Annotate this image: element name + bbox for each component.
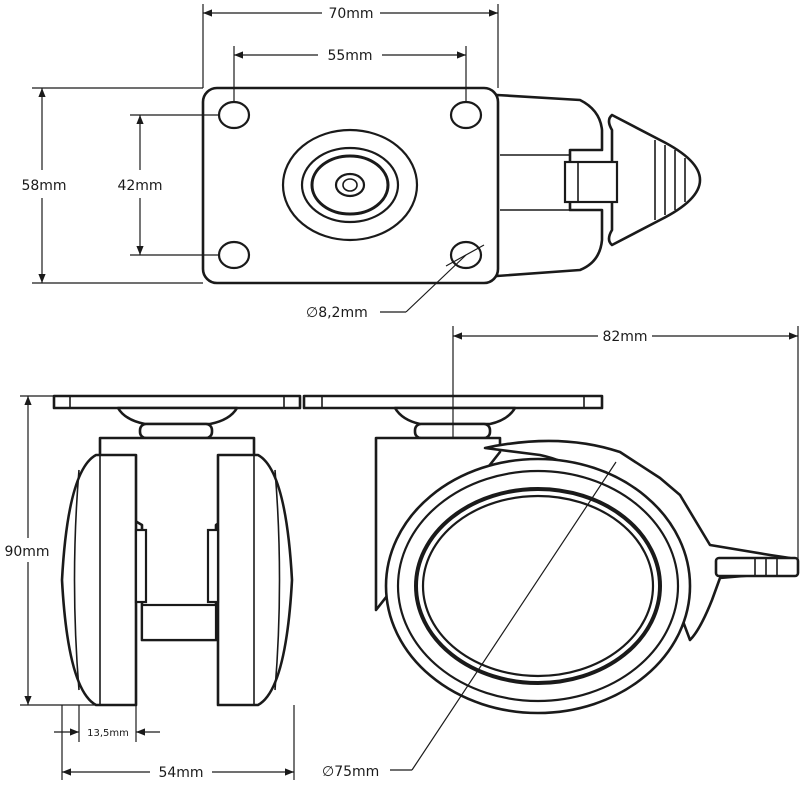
bolt-hole [217,100,251,130]
plate-height-label: 58mm [21,178,66,194]
total-length-label: 82mm [602,329,647,345]
top-view [201,86,702,285]
dimension-total-width: 54mm [61,705,295,781]
bolt-hole [217,240,251,270]
front-left-wheel [60,453,138,707]
hole-diameter-label: ∅8,2mm [306,305,368,321]
dimension-hole-spacing-y: 42mm [117,114,219,256]
dimension-hole-spacing-x: 55mm [233,46,467,102]
plate-width-label: 70mm [328,6,373,22]
front-top-plate [52,394,302,410]
total-width-label: 54mm [158,765,203,781]
front-right-wheel [216,453,294,707]
side-brake-pedal [714,556,800,578]
wheel-tread [73,469,80,691]
dimension-total-height: 90mm [4,395,96,706]
total-height-label: 90mm [4,544,49,560]
front-axle [140,603,218,642]
left-hub [134,528,148,604]
dimension-plate-height: 58mm [21,87,203,284]
swivel-bolt [334,172,366,198]
wheel-width-label: 13,5mm [87,728,129,739]
bolt-hole [449,100,483,130]
wheel-tread [274,469,281,691]
front-swivel-nut [138,422,214,440]
hole-spacing-x-label: 55mm [327,48,372,64]
wheel-diameter-label: ∅75mm [322,764,379,780]
side-bearing [393,406,517,426]
front-bearing [116,406,239,426]
dimension-total-length: 82mm [452,326,799,568]
hole-spacing-y-label: 42mm [117,178,162,194]
dimension-wheel-width: 13,5mm [54,705,160,742]
side-view [302,394,800,715]
right-hub [206,528,220,604]
top-brake-shaft [563,160,619,204]
dimension-wheel-diameter: ∅75mm [322,461,617,780]
side-wheel-center [421,494,655,678]
swivel-bolt-core [342,178,358,192]
dimension-plate-width: 70mm [202,4,499,88]
front-view [52,394,302,707]
dimension-hole-diameter: ∅8,2mm [306,244,485,321]
